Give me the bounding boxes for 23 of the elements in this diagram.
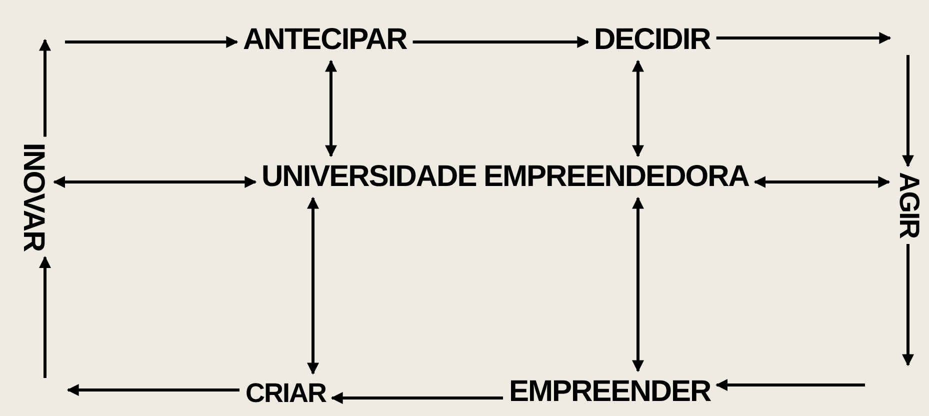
double-arrow <box>53 176 257 188</box>
double-arrow <box>307 196 319 375</box>
arrow <box>716 32 892 44</box>
arrow <box>902 244 914 366</box>
stage-label: UNIVERSIDADE EMPREENDEDORA <box>262 162 749 192</box>
arrow <box>330 392 503 404</box>
arrow <box>39 256 51 378</box>
arrow <box>412 36 590 48</box>
arrow <box>66 384 240 396</box>
double-arrow <box>632 60 644 158</box>
stage-label: INOVAR <box>18 142 48 252</box>
double-arrow <box>325 60 337 158</box>
arrow <box>716 379 865 391</box>
arrow <box>65 36 238 48</box>
double-arrow <box>632 196 644 372</box>
double-arrow <box>754 176 890 188</box>
arrow <box>902 55 914 168</box>
stage-label: CRIAR <box>246 380 326 406</box>
stage-label: AGIR <box>895 172 923 238</box>
stage-label: EMPREENDER <box>509 377 711 407</box>
stage-label: ANTECIPAR <box>243 25 407 55</box>
stage-label: DECIDIR <box>594 25 710 55</box>
arrow <box>39 38 51 137</box>
